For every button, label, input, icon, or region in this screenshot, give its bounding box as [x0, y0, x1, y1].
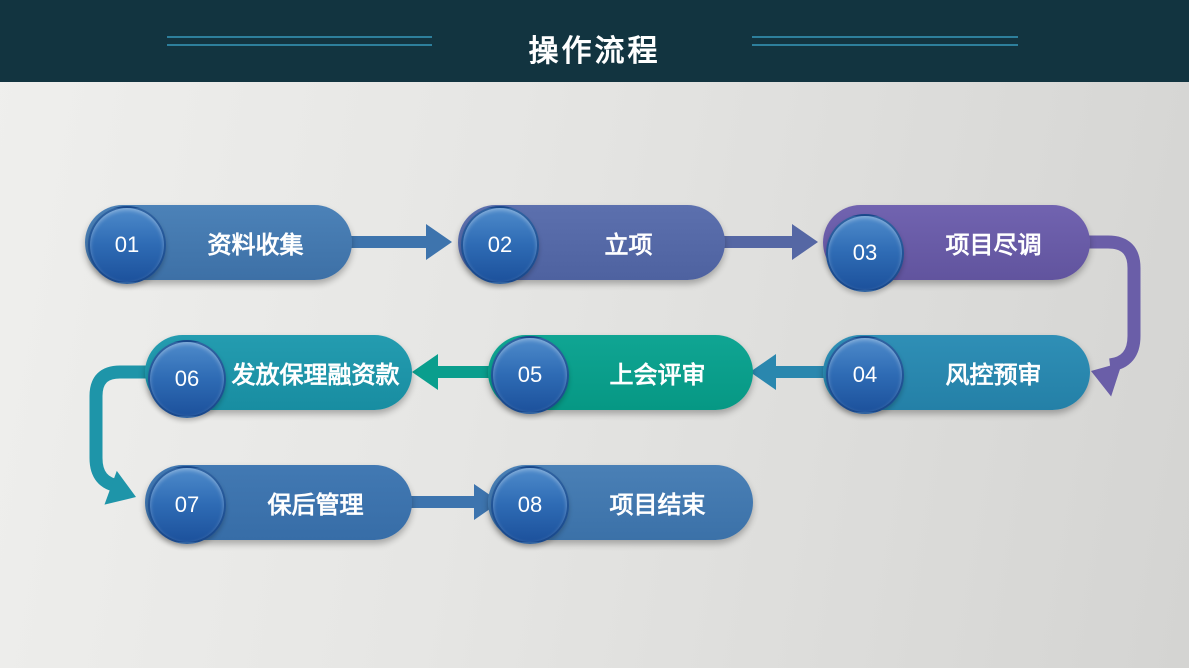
step-pill-6: 06 发放保理融资款 [145, 335, 412, 418]
page-title: 操作流程 [528, 35, 661, 68]
step-pill-4: 04 风控预审 [823, 335, 1090, 414]
step-number-badge: 07 [148, 466, 226, 544]
header-bar: 操作流程 [0, 0, 1189, 82]
step-label: 风控预审 [945, 362, 1042, 389]
step-number-badge: 01 [88, 206, 166, 284]
elbow-arrow-step6-to-step7 [89, 365, 152, 505]
step-label: 资料收集 [207, 232, 304, 259]
step-pill-2: 02 立项 [458, 205, 725, 284]
step-pill-7: 07 保后管理 [145, 465, 412, 544]
step-label: 项目尽调 [945, 232, 1042, 259]
arrow-step2-to-step3 [720, 224, 818, 260]
step-number-badge: 08 [491, 466, 569, 544]
step-label: 发放保理融资款 [231, 362, 400, 389]
step-pill-5: 05 上会评审 [488, 335, 753, 414]
step-pill-8: 08 项目结束 [488, 465, 753, 544]
step-number-badge: 05 [491, 336, 569, 414]
step-label: 立项 [604, 232, 653, 259]
step-label: 项目结束 [609, 492, 706, 519]
step-pill-3: 03 项目尽调 [823, 205, 1090, 292]
arrow-step7-to-step8 [406, 484, 500, 520]
step-pill-1: 01 资料收集 [85, 205, 352, 284]
step-number-badge: 06 [148, 340, 226, 418]
step-label: 上会评审 [609, 362, 706, 389]
step-number-badge: 04 [826, 336, 904, 414]
step-number-badge: 02 [461, 206, 539, 284]
step-label: 保后管理 [267, 492, 364, 519]
title-decor-lines-left [167, 36, 432, 52]
arrow-step1-to-step2 [348, 224, 452, 260]
title-decor-lines-right [752, 36, 1018, 52]
step-number-badge: 03 [826, 214, 904, 292]
elbow-arrow-step3-to-step4 [1078, 235, 1141, 397]
